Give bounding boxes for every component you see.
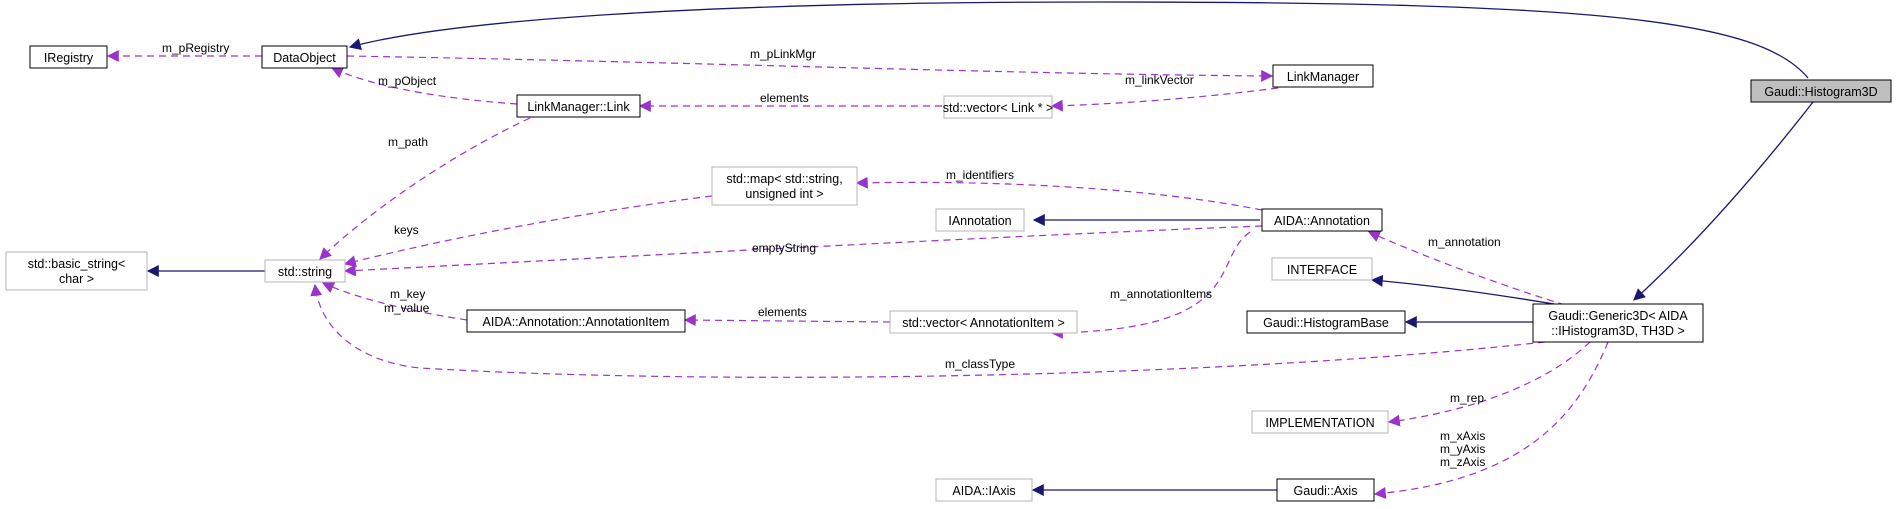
node-aida-iaxis[interactable]: AIDA::IAxis <box>935 478 1033 502</box>
edge-label-m-classtype: m_classType <box>945 357 1015 371</box>
node-label: Gaudi::Histogram3D <box>1764 85 1877 99</box>
edge-dataobject-to-linkmanager <box>346 55 1274 82</box>
edge-label-m-yaxis: m_yAxis <box>1440 442 1485 456</box>
node-annotation-item[interactable]: AIDA::Annotation::AnnotationItem <box>466 309 686 333</box>
node-label: LinkManager <box>1287 70 1359 84</box>
node-histogram-base[interactable]: Gaudi::HistogramBase <box>1246 310 1406 334</box>
edge-annotation-to-string <box>343 225 1263 277</box>
edge-label-m-xaxis: m_xAxis <box>1440 429 1485 443</box>
edge-generic3d-to-string <box>310 283 1546 378</box>
node-label: IAnnotation <box>948 214 1011 228</box>
node-label: AIDA::Annotation <box>1274 214 1370 228</box>
edge-link-to-string <box>319 117 531 260</box>
edge-label-emptystring: emptyString <box>752 241 816 255</box>
node-label-line2: char > <box>59 272 94 286</box>
edge-label-m-annotation: m_annotation <box>1428 235 1501 249</box>
edge-generic3d-to-implementation <box>1387 341 1591 427</box>
node-dataobject[interactable]: DataObject <box>261 45 348 69</box>
node-implementation[interactable]: IMPLEMENTATION <box>1251 410 1389 434</box>
node-label: AIDA::IAxis <box>952 484 1015 498</box>
edge-label-m-annotationitems: m_annotationItems <box>1110 287 1212 301</box>
node-std-string[interactable]: std::string <box>264 259 346 283</box>
edge-label-keys: keys <box>394 223 419 237</box>
edge-label-m-rep: m_rep <box>1450 391 1484 405</box>
node-generic3d[interactable]: Gaudi::Generic3D< AIDA ::IHistogram3D, T… <box>1532 303 1704 343</box>
node-label-line1: Gaudi::Generic3D< AIDA <box>1548 309 1688 323</box>
nodes: Gaudi::Histogram3D DataObject IRegistry … <box>5 45 1892 502</box>
edge-label-m-path: m_path <box>388 135 428 149</box>
edge-label-m-linkvector: m_linkVector <box>1125 73 1194 87</box>
edge-histogram3d-to-generic3d <box>1633 101 1814 301</box>
edge-link-to-dataobject <box>330 67 518 105</box>
node-label: std::vector< AnnotationItem > <box>902 316 1065 330</box>
edge-label-m-zaxis: m_zAxis <box>1440 455 1485 469</box>
node-label: std::string <box>278 265 332 279</box>
edge-linkmanager-to-vector-link <box>1050 87 1279 112</box>
edge-labels: m_pRegistry m_pLinkMgr m_pObject m_linkV… <box>162 41 1501 469</box>
edge-map-to-string <box>343 195 713 268</box>
edges <box>106 1 1814 499</box>
node-label: Gaudi::HistogramBase <box>1263 316 1389 330</box>
node-label: AIDA::Annotation::AnnotationItem <box>483 315 670 329</box>
edge-label-m-plinkmgr: m_pLinkMgr <box>750 47 816 61</box>
node-histogram3d[interactable]: Gaudi::Histogram3D <box>1750 79 1892 103</box>
node-iregistry[interactable]: IRegistry <box>29 45 108 69</box>
edge-annotation-to-vector-item <box>1050 231 1251 339</box>
node-linkmanager-link[interactable]: LinkManager::Link <box>516 94 641 118</box>
edge-label-m-pobject: m_pObject <box>378 74 437 88</box>
node-label: Gaudi::Axis <box>1294 484 1358 498</box>
node-label: std::vector< Link * > <box>943 101 1053 115</box>
edge-label-elements-item: elements <box>758 305 807 319</box>
edge-label-elements-link: elements <box>760 91 809 105</box>
edge-label-m-pregistry: m_pRegistry <box>162 41 229 55</box>
node-map-string-uint[interactable]: std::map< std::string, unsigned int > <box>711 166 858 206</box>
edge-generic3d-to-interface <box>1370 274 1561 306</box>
edge-generic3d-to-annotation <box>1367 230 1566 306</box>
node-aida-annotation[interactable]: AIDA::Annotation <box>1261 208 1383 232</box>
edge-vector-item-to-annotation-item <box>683 314 891 327</box>
node-label: IMPLEMENTATION <box>1265 416 1374 430</box>
node-label-line2: unsigned int > <box>745 187 823 201</box>
edge-histogram3d-to-dataobject <box>348 1 1809 79</box>
node-label-line2: ::IHistogram3D, TH3D > <box>1551 324 1685 338</box>
node-basic-string[interactable]: std::basic_string< char > <box>5 251 148 291</box>
node-vector-annotation-item[interactable]: std::vector< AnnotationItem > <box>889 310 1078 334</box>
node-gaudi-axis[interactable]: Gaudi::Axis <box>1276 478 1375 502</box>
edge-label-m-identifiers: m_identifiers <box>946 168 1014 182</box>
edge-label-m-value: m_value <box>384 301 430 315</box>
edge-annotation-item-to-string <box>321 282 468 321</box>
node-interface[interactable]: INTERFACE <box>1271 257 1373 281</box>
edge-generic3d-to-axis <box>1373 341 1609 499</box>
node-label: LinkManager::Link <box>527 100 630 114</box>
node-linkmanager[interactable]: LinkManager <box>1272 64 1374 88</box>
node-iannotation[interactable]: IAnnotation <box>935 208 1025 232</box>
node-label-line1: std::basic_string< <box>28 257 126 271</box>
node-label-line1: std::map< std::string, <box>726 172 842 186</box>
node-label: DataObject <box>273 51 336 65</box>
node-label: INTERFACE <box>1287 263 1357 277</box>
edge-annotation-to-map <box>855 176 1263 211</box>
node-label: IRegistry <box>44 51 94 65</box>
node-vector-link[interactable]: std::vector< Link * > <box>943 95 1053 119</box>
edge-label-m-key: m_key <box>390 287 425 301</box>
